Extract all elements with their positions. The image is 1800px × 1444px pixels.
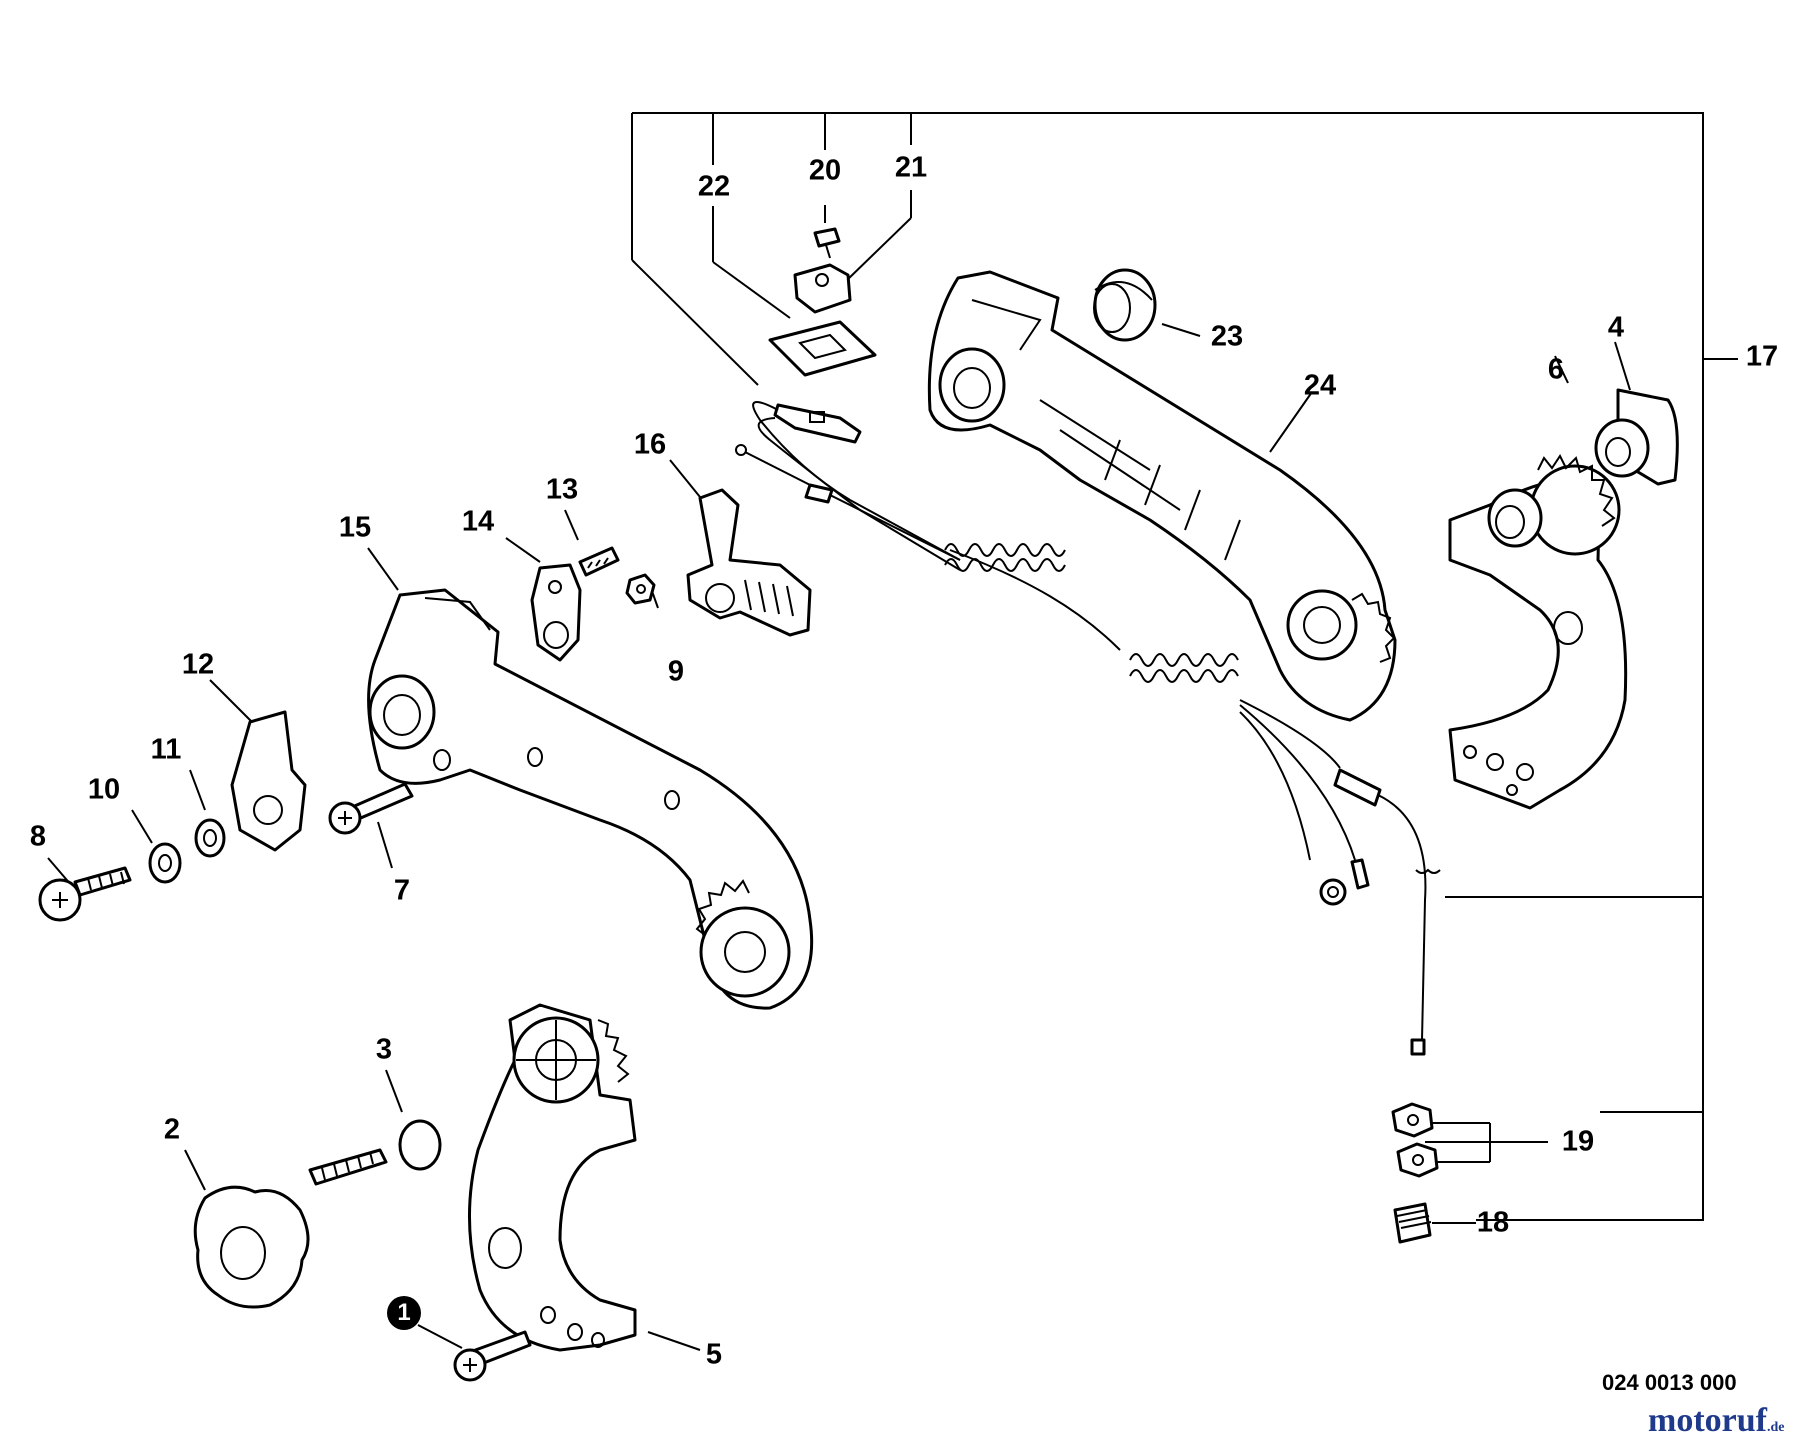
callout-8: 8 bbox=[29, 820, 47, 853]
spring-coil-upper bbox=[944, 543, 1066, 572]
callout-3: 3 bbox=[375, 1033, 393, 1066]
callout-9: 9 bbox=[667, 655, 685, 688]
callout-24: 24 bbox=[1303, 369, 1337, 402]
callout-6: 6 bbox=[1547, 353, 1565, 386]
part-22-gasket bbox=[768, 320, 877, 377]
part-20-screw bbox=[813, 227, 841, 259]
spring-coil-lower bbox=[1129, 653, 1239, 683]
part-21-clip bbox=[793, 263, 852, 314]
callout-11: 11 bbox=[150, 733, 182, 766]
callout-23: 23 bbox=[1210, 320, 1244, 353]
part-9-nut bbox=[625, 573, 656, 605]
callout-14: 14 bbox=[461, 505, 495, 538]
callout-1: 1 bbox=[387, 1296, 421, 1330]
part-15-handle-half bbox=[367, 588, 814, 1010]
part-13-screw bbox=[578, 546, 620, 577]
callout-12: 12 bbox=[181, 648, 215, 681]
callout-4: 4 bbox=[1607, 311, 1625, 344]
watermark-main: motoruf bbox=[1648, 1402, 1767, 1439]
part-18-insert bbox=[1393, 1202, 1432, 1244]
document-code: 024 0013 000 bbox=[1602, 1370, 1737, 1395]
part-10-lock-washer bbox=[148, 842, 182, 884]
part-3-washer bbox=[398, 1119, 442, 1171]
part-1-screw bbox=[453, 1330, 532, 1382]
callout-13: 13 bbox=[545, 473, 579, 506]
switch-and-cable bbox=[735, 401, 1441, 1056]
callout-21: 21 bbox=[894, 151, 928, 184]
callout-7: 7 bbox=[393, 874, 411, 907]
part-14-bracket bbox=[530, 563, 582, 662]
part-4-cap bbox=[1594, 388, 1679, 486]
callout-18: 18 bbox=[1476, 1206, 1510, 1239]
part-24-handle-half bbox=[927, 270, 1397, 722]
callout-10: 10 bbox=[87, 773, 121, 806]
part-12-latch bbox=[230, 710, 307, 852]
callout-22: 22 bbox=[697, 170, 731, 203]
part-5-clamp bbox=[468, 1003, 637, 1352]
part-19-nuts bbox=[1391, 1102, 1439, 1178]
part-8-screw bbox=[38, 866, 132, 922]
callout-2: 2 bbox=[163, 1113, 181, 1146]
watermark-logo: motoruf.de bbox=[1648, 1402, 1784, 1440]
part-6-clamp-gear bbox=[1448, 454, 1628, 810]
part-23-bushing bbox=[1093, 268, 1157, 342]
callout-20: 20 bbox=[808, 154, 842, 187]
part-7-screw bbox=[328, 782, 414, 835]
part-2-knob bbox=[193, 1148, 388, 1309]
part-11-washer bbox=[194, 818, 226, 858]
callout-15: 15 bbox=[338, 511, 372, 544]
part-16-lever bbox=[686, 488, 812, 637]
assembly-bracket-lines bbox=[631, 112, 1738, 1221]
callout-5: 5 bbox=[705, 1338, 723, 1371]
callout-16: 16 bbox=[633, 428, 667, 461]
callout-19: 19 bbox=[1561, 1125, 1595, 1158]
watermark-suffix: .de bbox=[1766, 1420, 1785, 1435]
callout-17: 17 bbox=[1745, 340, 1779, 373]
